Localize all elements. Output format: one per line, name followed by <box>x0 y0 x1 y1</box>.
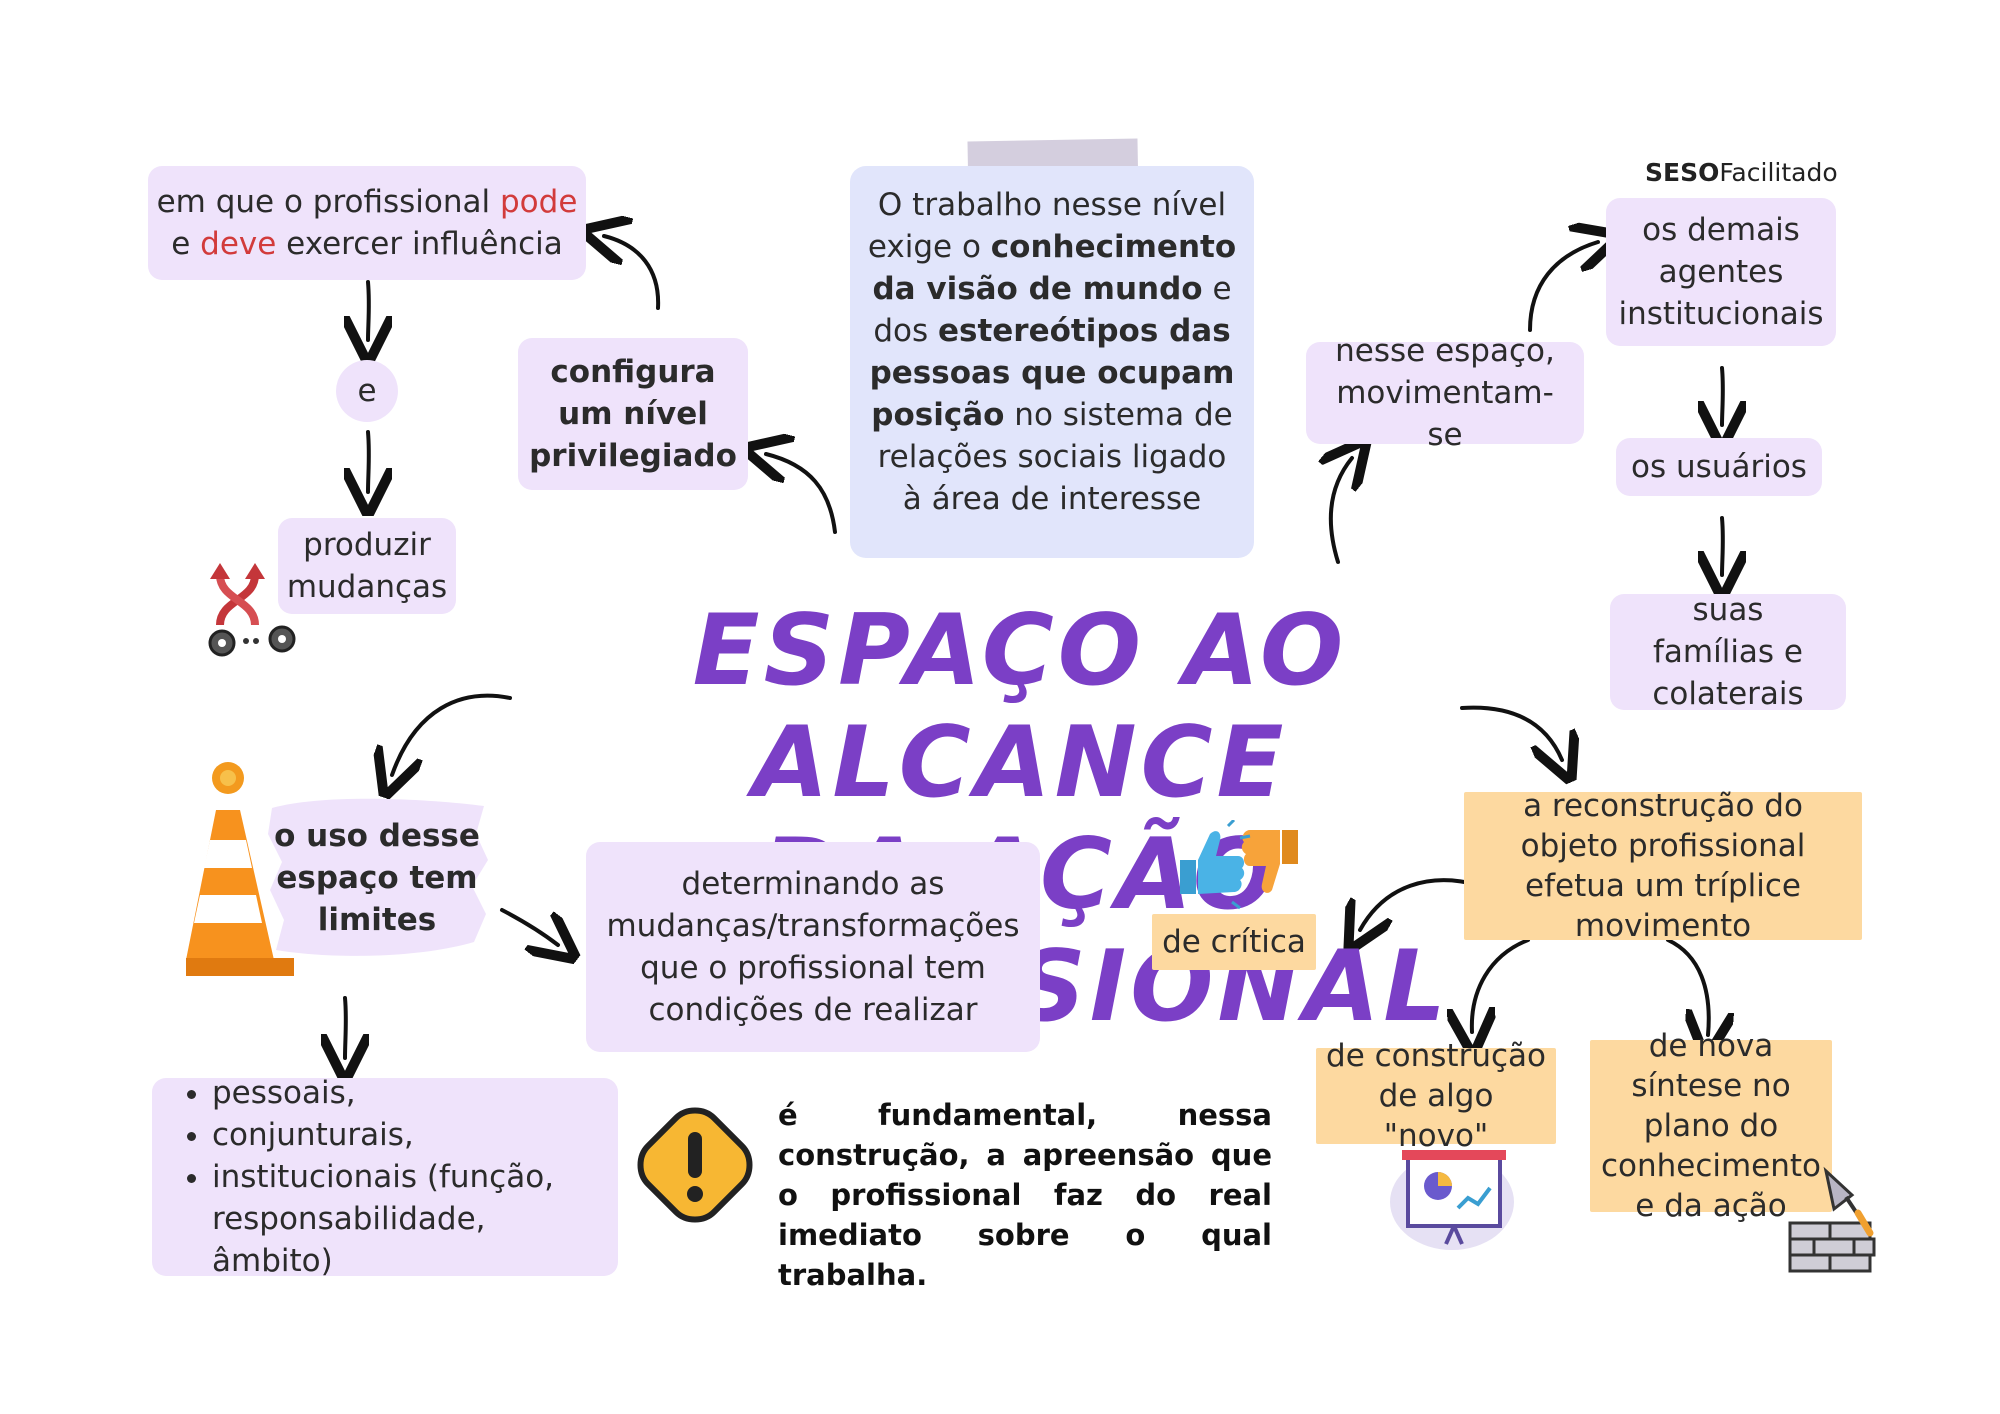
list-item: pessoais, <box>212 1072 608 1114</box>
agents-box: os demais agentes institucionais <box>1606 198 1836 346</box>
limits-list-box: pessoais, conjunturais, institucionais (… <box>152 1075 618 1279</box>
limits-list: pessoais, conjunturais, institucionais (… <box>162 1072 608 1282</box>
arrow-privileged-to-influence <box>604 236 661 310</box>
arrow-limits-to-determining <box>500 908 558 945</box>
and-bubble: e <box>336 360 398 422</box>
arrow-title-to-limits <box>392 693 512 775</box>
brand-label: SESOFacilitado <box>1645 158 1838 187</box>
arrow-movement-to-agents <box>1528 242 1598 332</box>
arrow-agents-to-users <box>1722 366 1723 425</box>
list-item: conjunturais, <box>212 1114 608 1156</box>
traffic-cone-icon <box>186 762 294 976</box>
list-item: institucionais (função, responsabilidade… <box>212 1156 608 1282</box>
determining-box: determinando as mudanças/transformações … <box>586 842 1040 1052</box>
limits-label: o uso desse espaço tem limites <box>274 818 480 938</box>
arrow-note-to-privileged <box>766 454 837 534</box>
warning-icon <box>637 1107 753 1223</box>
critique-box: de crítica <box>1152 914 1316 970</box>
arrow-center-to-movement <box>1331 458 1352 564</box>
reconstruction-box: a reconstrução do objeto profissional ef… <box>1464 788 1862 944</box>
arrow-reconstruction-to-construction <box>1472 938 1530 1032</box>
arrow-users-to-families <box>1722 516 1723 575</box>
presentation-chart-icon <box>1390 1150 1514 1250</box>
split-arrows-gears-icon <box>208 563 296 657</box>
movement-box: nesse espaço, movimentam-se <box>1306 333 1584 453</box>
families-box: suas famílias e colaterais <box>1610 592 1846 712</box>
arrow-title-to-reconstruction <box>1460 705 1562 760</box>
warning-note: é fundamental, nessa construção, a apree… <box>778 1098 1272 1292</box>
arrow-reconstruction-to-critique <box>1360 878 1480 930</box>
bricks-trowel-icon <box>1788 1166 1876 1273</box>
construction-box: de construção de algo "novo" <box>1316 1038 1556 1154</box>
users-box: os usuários <box>1616 438 1822 496</box>
influence-box: em que o profissional pode e deve exerce… <box>148 166 586 280</box>
brush-stroke-shape <box>268 798 488 956</box>
word-deve: deve <box>200 226 277 262</box>
arrow-limits-to-list <box>345 996 346 1058</box>
privileged-box: configura um nível privilegiado <box>518 338 748 490</box>
arrow-influence-to-e <box>368 280 369 340</box>
center-note-box: O trabalho nesse nível exige o conhecime… <box>850 166 1254 558</box>
thumbs-up-down-icon <box>1180 820 1298 910</box>
changes-box: produzir mudanças <box>278 518 456 614</box>
arrow-reconstruction-to-synthesis <box>1666 938 1709 1035</box>
synthesis-box: de nova síntese no plano do conhecimento… <box>1590 1028 1832 1224</box>
arrow-e-to-changes <box>368 430 369 492</box>
word-pode: pode <box>500 184 578 220</box>
